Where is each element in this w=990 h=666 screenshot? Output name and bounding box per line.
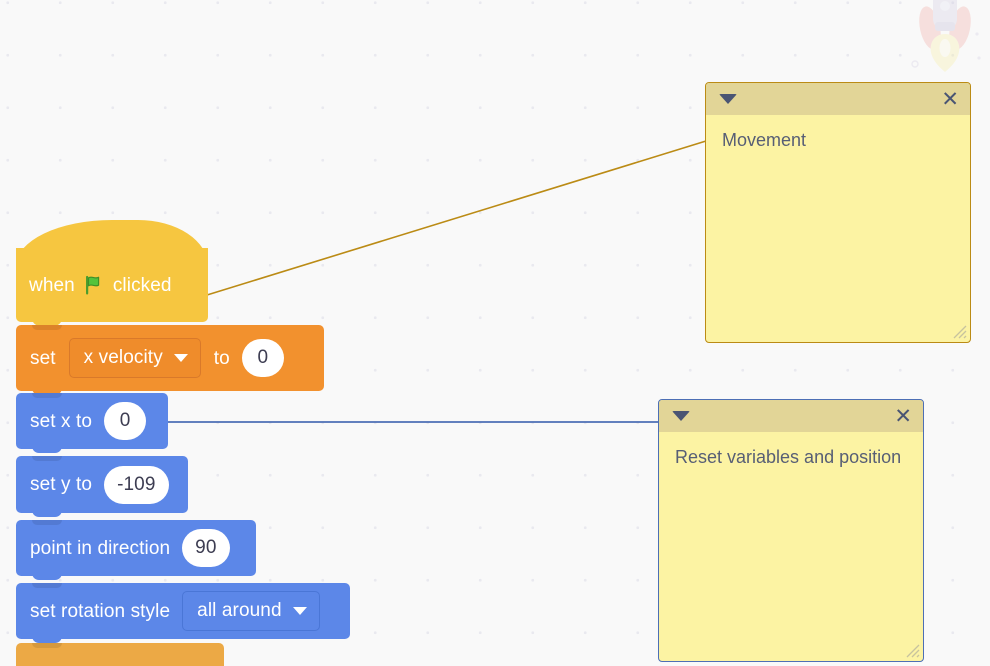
close-icon[interactable]: ✕ (894, 403, 912, 428)
set-x-value-input[interactable]: 0 (104, 402, 147, 440)
close-icon[interactable]: ✕ (941, 86, 959, 111)
variable-dropdown[interactable]: x velocity (68, 338, 201, 378)
variable-value-input[interactable]: 0 (241, 339, 284, 377)
comment-movement-titlebar[interactable]: ✕ (706, 83, 970, 115)
block-set-x-to[interactable]: set x to 0 (16, 393, 168, 453)
set-rotation-style-label: set rotation style (30, 600, 171, 622)
set-label: set (30, 347, 56, 369)
block-set-y-to[interactable]: set y to -109 (16, 456, 188, 517)
chevron-down-icon (292, 607, 307, 615)
comment-reset-text[interactable]: Reset variables and position (675, 447, 902, 467)
rotation-style-dropdown[interactable]: all around (182, 591, 320, 631)
set-y-value-input[interactable]: -109 (104, 465, 169, 504)
rocket-sprite-watermark (911, 0, 981, 72)
block-when-flag-clicked[interactable]: when clicked (16, 220, 208, 326)
when-label: when (29, 274, 75, 296)
rotation-style-value: all around (197, 600, 282, 621)
block-partial-control[interactable] (16, 643, 224, 666)
chevron-down-icon[interactable] (672, 411, 690, 421)
set-y-label: set y to (30, 474, 93, 495)
block-set-variable[interactable]: set x velocity to 0 (16, 325, 324, 395)
block-point-in-direction[interactable]: point in direction 90 (16, 520, 256, 580)
comment-movement-text[interactable]: Movement (722, 130, 807, 150)
to-label: to (213, 347, 230, 369)
comment-reset-variables[interactable]: ✕ Reset variables and position (658, 399, 924, 662)
variable-dropdown-value: x velocity (83, 347, 163, 368)
block-set-rotation-style[interactable]: set rotation style all around (16, 583, 350, 643)
set-x-label: set x to (30, 410, 93, 432)
chevron-down-icon[interactable] (719, 94, 737, 104)
resize-grip-icon[interactable] (904, 642, 920, 658)
chevron-down-icon (173, 354, 188, 362)
comment-reset-titlebar[interactable]: ✕ (659, 400, 923, 432)
clicked-label: clicked (112, 274, 172, 296)
direction-value-input[interactable]: 90 (182, 529, 230, 567)
comment-movement[interactable]: ✕ Movement (705, 82, 971, 343)
resize-grip-icon[interactable] (951, 323, 967, 339)
point-in-direction-label: point in direction (30, 537, 171, 559)
green-flag-icon (85, 275, 100, 295)
